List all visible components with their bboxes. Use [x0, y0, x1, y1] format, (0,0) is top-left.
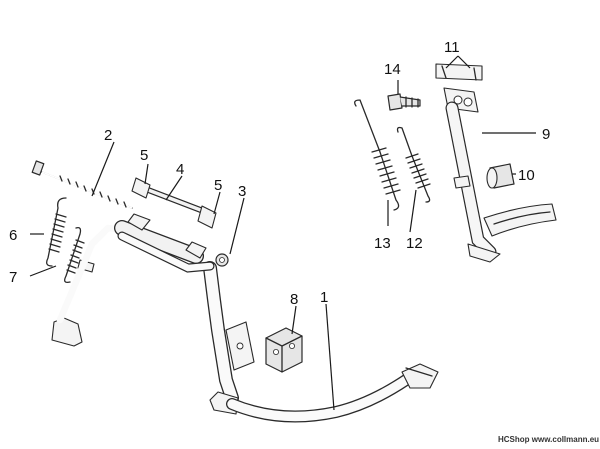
callout-1: 1	[320, 289, 328, 306]
callout-6: 6	[9, 227, 17, 244]
callout-7: 7	[9, 269, 17, 286]
callout-4: 4	[176, 161, 184, 178]
clip-right	[197, 205, 217, 229]
main-center-stand	[51, 213, 439, 423]
callout-labels: 1 2 3 4 5 5 6 7 8 9 10 11 12 13 14	[9, 39, 550, 308]
retaining-plate	[435, 63, 483, 81]
callout-9: 9	[542, 126, 550, 143]
rubber-block	[265, 327, 303, 373]
long-spring	[354, 99, 401, 211]
callout-3: 3	[238, 183, 246, 200]
spring-left	[46, 197, 67, 267]
callout-5-right: 5	[214, 177, 222, 194]
side-stand	[443, 87, 557, 263]
clip-left	[131, 177, 151, 199]
watermark-credit: HCShop www.collmann.eu	[498, 435, 599, 444]
rubber-bushing	[453, 163, 515, 189]
callout-2: 2	[104, 127, 112, 144]
leader-lines	[29, 55, 536, 411]
pin	[140, 185, 214, 217]
long-bolt	[31, 160, 133, 209]
callout-5-left: 5	[140, 147, 148, 164]
callout-12: 12	[406, 235, 423, 252]
callout-11: 11	[444, 39, 460, 56]
callout-13: 13	[374, 235, 391, 252]
nut	[215, 253, 229, 267]
callout-10: 10	[518, 167, 535, 184]
side-bolt	[387, 93, 421, 111]
callout-8: 8	[290, 291, 298, 308]
callout-14: 14	[384, 61, 401, 78]
short-spring	[396, 126, 431, 203]
